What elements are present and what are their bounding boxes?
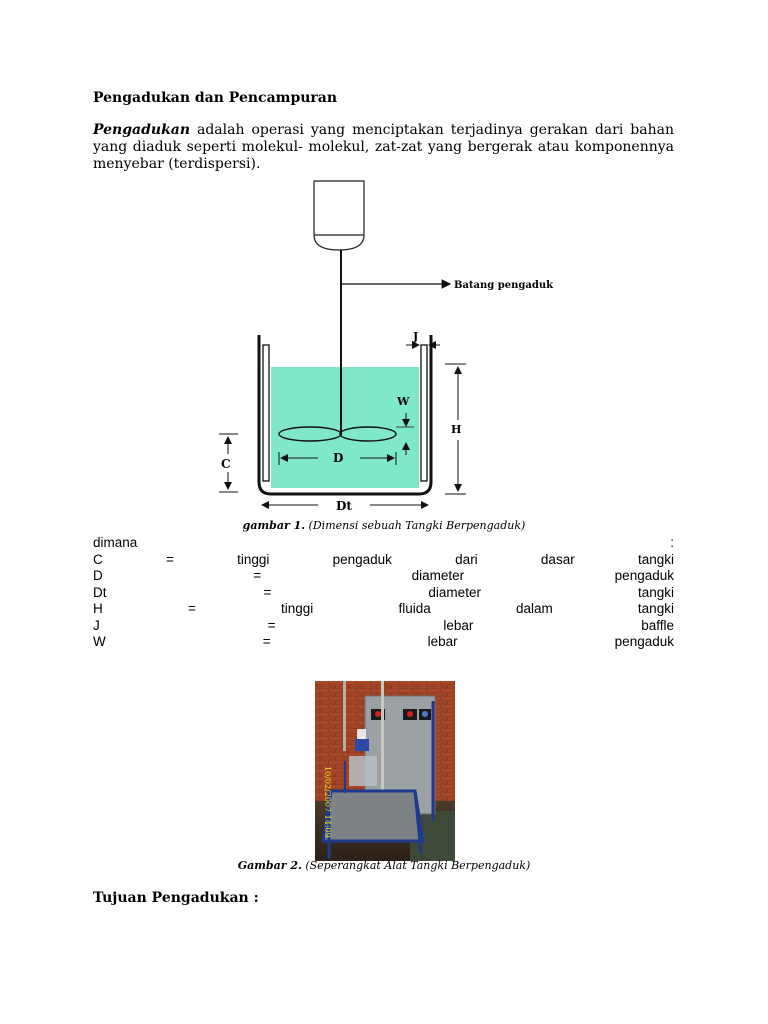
figure1-caption-label: gambar 1. [242, 519, 306, 532]
definitions-colon: : [670, 535, 674, 550]
definitions-intro-row: dimana : [93, 535, 674, 552]
baffle-left [262, 344, 270, 482]
figure1-caption-text: (Dimensi sebuah Tangki Berpengaduk) [305, 519, 526, 532]
def-word: tangki [637, 551, 674, 567]
figure1-caption: gambar 1. (Dimensi sebuah Tangki Berpeng… [0, 519, 768, 532]
def-word: lebar [443, 617, 474, 633]
definition-row-J: J = lebar baffle [93, 618, 674, 635]
definition-row-H: H = tinggi fluida dalam tangki [93, 601, 674, 618]
intro-term: Pengadukan [93, 122, 191, 138]
def-equals: = [262, 634, 271, 649]
def-word: pengaduk [614, 568, 674, 583]
section-heading-2: Tujuan Pengadukan : [93, 890, 259, 906]
figure2-caption: Gambar 2. (Seperangkat Alat Tangki Berpe… [0, 859, 768, 872]
def-symbol: C [93, 551, 103, 567]
def-symbol: J [93, 617, 100, 633]
intro-text: adalah operasi yang menciptakan terjadin… [93, 122, 674, 172]
def-word: tangki [637, 601, 674, 616]
def-equals: = [267, 617, 276, 633]
def-symbol: D [93, 568, 103, 583]
def-word: diameter [428, 584, 481, 600]
label-J: J [412, 330, 418, 343]
definition-row-Dt: Dt = diameter tangki [93, 585, 674, 602]
def-word: dasar [540, 551, 575, 567]
def-word: fluida [398, 601, 431, 616]
label-W: W [396, 395, 410, 408]
def-equals: = [253, 568, 262, 583]
def-word: pengaduk [614, 634, 674, 649]
stirred-tank-diagram: Batang pengaduk J W H C D Dt [219, 180, 554, 513]
def-equals: = [263, 584, 272, 600]
def-symbol: W [93, 634, 106, 649]
section-heading: Pengadukan dan Pencampuran [93, 90, 338, 106]
def-symbol: Dt [93, 584, 107, 600]
figure2-caption-text: (Seperangkat Alat Tangki Berpengaduk) [301, 859, 531, 872]
def-word: baffle [641, 617, 674, 633]
def-word: diameter [411, 568, 465, 583]
impeller-left [278, 426, 342, 442]
label-C: C [221, 457, 231, 471]
figure2-caption-label: Gambar 2. [237, 859, 302, 872]
label-shaft: Batang pengaduk [454, 280, 554, 291]
def-word: tinggi [281, 601, 314, 616]
definition-row-W: W = lebar pengaduk [93, 634, 674, 651]
def-equals: = [165, 551, 174, 567]
label-H: H [451, 423, 461, 436]
def-equals: = [187, 601, 196, 616]
definition-row-D: D = diameter pengaduk [93, 568, 674, 585]
intro-paragraph: Pengadukan adalah operasi yang menciptak… [93, 122, 674, 173]
impeller-right [339, 426, 397, 442]
def-word: tinggi [237, 551, 270, 567]
tank-wall [257, 335, 433, 496]
def-word: lebar [427, 634, 458, 649]
def-word: tangki [637, 584, 674, 600]
motor-shape [313, 180, 365, 251]
definition-row-C: C = tinggi pengaduk dari dasar tangki [93, 552, 674, 569]
def-word: dari [455, 551, 478, 567]
photo-timestamp: 10/02/2007 14:09 [323, 766, 332, 838]
definitions-list: dimana : C = tinggi pengaduk dari dasar … [93, 535, 674, 651]
label-Dt: Dt [336, 499, 352, 513]
def-word: pengaduk [332, 551, 392, 567]
apparatus-photo: 10/02/2007 14:09 [315, 681, 455, 861]
def-word: dalam [515, 601, 553, 616]
def-symbol: H [93, 601, 103, 616]
baffle-right [420, 344, 428, 482]
label-D: D [333, 451, 343, 465]
definitions-intro: dimana [93, 535, 138, 550]
